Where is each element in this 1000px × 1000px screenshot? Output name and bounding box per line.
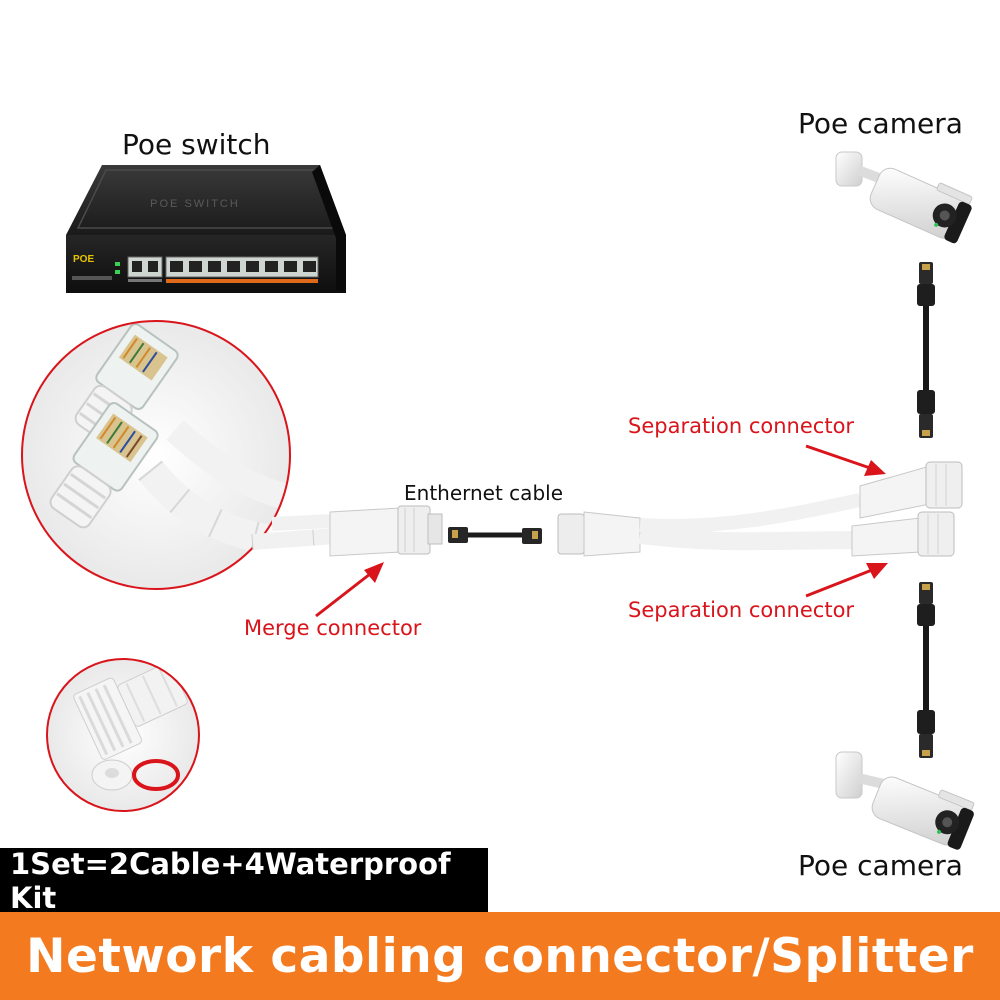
kit-contents-badge: 1Set=2Cable+4Waterproof Kit	[0, 847, 488, 915]
splitter-body-image	[557, 493, 862, 557]
arrow-to-upper-separation	[805, 444, 886, 476]
waterproof-kit-closeup	[46, 658, 200, 812]
cable-assembly	[251, 461, 963, 557]
ethernet-patch-cable-image	[448, 527, 542, 544]
poe-camera-bottom-image	[835, 751, 975, 850]
poe-camera-top-label: Poe camera	[798, 107, 963, 140]
camera-patch-cable-bottom	[917, 582, 935, 758]
arrow-to-merge-connector	[315, 562, 384, 618]
poe-switch-image: POE SWITCH POE	[66, 165, 346, 293]
separation-connector-bottom-label: Separation connector	[628, 598, 855, 622]
separation-connector-lower-image	[851, 511, 955, 557]
poe-switch-label: Poe switch	[122, 128, 271, 161]
poe-camera-bottom-label: Poe camera	[798, 849, 963, 882]
arrow-to-lower-separation	[805, 563, 888, 598]
separation-connector-upper-image	[859, 461, 963, 519]
ethernet-cable-label: Enthernet cable	[404, 481, 563, 505]
camera-patch-cable-top	[917, 262, 935, 438]
merge-connector-label: Merge connector	[244, 616, 422, 640]
poe-camera-top-image	[835, 151, 973, 244]
switch-face-text: POE SWITCH	[150, 198, 240, 210]
footer-title-banner: Network cabling connector/Splitter	[0, 912, 1000, 1000]
poe-ports	[165, 256, 319, 278]
uplink-ports	[127, 256, 163, 278]
switch-badge-text: POE	[73, 254, 94, 265]
separation-connector-top-label: Separation connector	[628, 414, 855, 438]
merge-connector-image	[329, 505, 443, 557]
